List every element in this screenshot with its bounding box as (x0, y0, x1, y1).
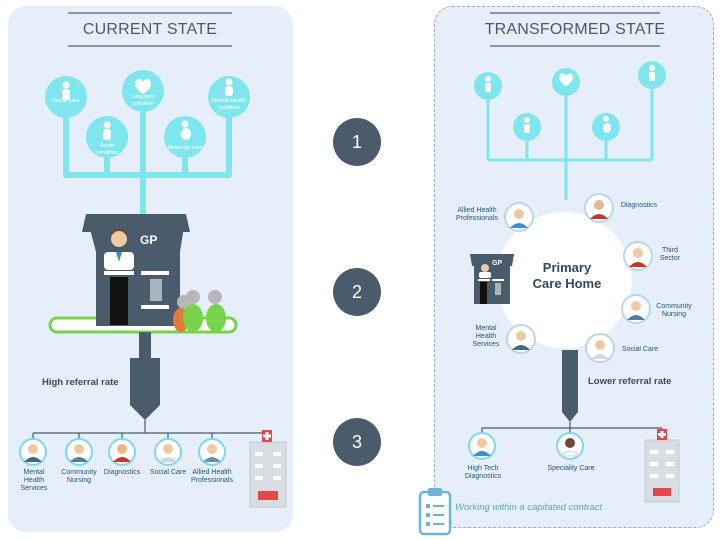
referral-funnel-left (130, 332, 160, 420)
spoke-label-third-sector: Third Sector (659, 247, 681, 262)
lower-referral-label: Lower referral rate (588, 376, 672, 387)
patient-needs-tree-right (486, 85, 654, 200)
need-label-mental-health: Mental Health condition (212, 98, 246, 111)
referral-funnel-right (562, 350, 578, 422)
primary-care-home-circle (496, 212, 632, 348)
hospital-building-left (249, 430, 287, 508)
transformed-state-title: TRANSFORMED STATE (484, 21, 666, 38)
spoke-label-community-nursing: Community Nursing (656, 303, 692, 318)
service-label-speciality: Speciality Care (547, 465, 595, 472)
need-circles-right (474, 61, 666, 141)
hospital-building-right (644, 429, 680, 503)
service-label-high-tech: High Tech Diagnostics (464, 465, 502, 480)
current-state-title: CURRENT STATE (82, 21, 218, 38)
need-people-icons-right (485, 65, 655, 133)
waiting-patients (173, 290, 226, 332)
need-label-acute: Acute condition (95, 143, 119, 156)
gp-practice-building (48, 214, 238, 334)
need-label-maternity: Maternity care (167, 145, 203, 151)
need-label-social-care: Social care (52, 98, 80, 104)
spoke-avatars (504, 193, 653, 363)
service-avatars-left (19, 438, 226, 466)
patient-needs-tree (63, 97, 232, 218)
service-label-diagnostics: Diagnostics (103, 469, 141, 476)
title-bar-bottom (68, 45, 232, 47)
gp-label-small: GP (492, 260, 503, 267)
step-2: 2 (333, 268, 381, 316)
step-1: 1 (333, 118, 381, 166)
clipboard-icon (418, 488, 452, 536)
title-bar-top (68, 12, 232, 14)
capitated-contract-label: Working within a capitated contract (455, 502, 603, 513)
title-bar-top (490, 12, 660, 14)
step-3: 3 (333, 418, 381, 466)
spoke-label-allied-health: Allied Health Professionals (455, 207, 499, 222)
service-label-allied-health: Allied Health Professionals (190, 469, 234, 484)
spoke-label-social-care: Social Care (621, 346, 659, 353)
service-avatars-right (468, 432, 584, 460)
service-label-mental-health: Mental Health Services (20, 469, 48, 492)
spoke-label-mental-health: Mental Health Services (472, 325, 500, 348)
high-referral-label: High referral rate (42, 377, 119, 388)
spoke-label-diagnostics: Diagnostics (620, 202, 658, 209)
services-tree-left (32, 420, 265, 440)
need-people-icons (62, 78, 233, 140)
primary-care-home-label: Primary Care Home (532, 260, 602, 291)
gp-label: GP (140, 233, 158, 247)
service-label-social-care: Social Care (149, 469, 187, 476)
title-bar-bottom (490, 45, 660, 47)
service-label-community-nursing: Community Nursing (61, 469, 97, 484)
need-label-long-term: Long term condition (130, 94, 156, 107)
gp-practice-building-small (470, 254, 514, 304)
